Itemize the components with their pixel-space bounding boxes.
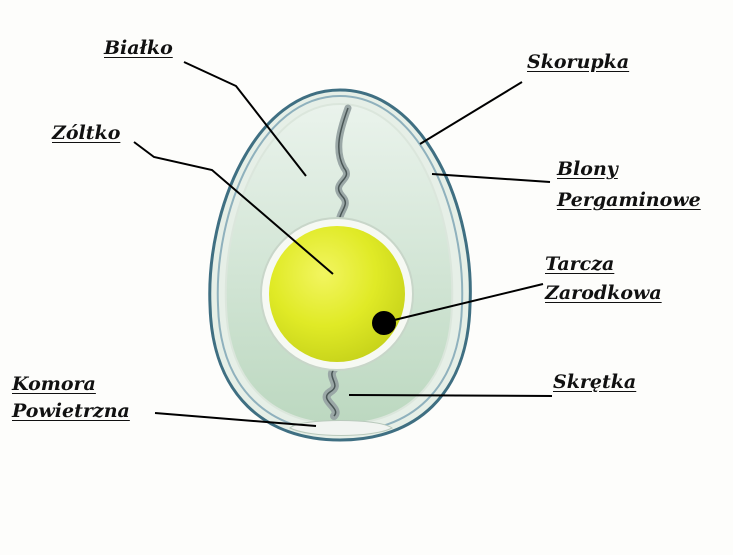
yolk [269,226,405,362]
label-blony-line1: Blony [557,158,618,180]
germinal-disc [372,311,396,335]
label-skorupka: Skorupka [527,51,630,73]
label-komora-line2: Powietrzna [12,400,130,422]
leader-skorupka [419,81,523,145]
air-chamber [289,420,393,436]
leader-tarcza [385,283,544,323]
label-tarcza-line2: Zarodkowa [545,282,662,304]
label-bialko: Białko [104,37,173,59]
leader-zoltko [133,141,334,275]
leader-komora [154,412,317,427]
label-zoltko: Zóltko [52,122,121,144]
label-tarcza-line1: Tarcza [545,253,615,275]
leader-lines [133,61,553,427]
label-komora-line1: Komora [12,373,96,395]
chalaza-top-detail [337,107,349,227]
label-skretka: Skrętka [553,371,637,393]
label-blony-line2: Pergaminowe [557,189,701,211]
leader-bialko [183,61,307,177]
leader-skretka [348,394,553,397]
leader-blony [431,173,551,183]
chalaza-bottom-detail [325,365,339,417]
